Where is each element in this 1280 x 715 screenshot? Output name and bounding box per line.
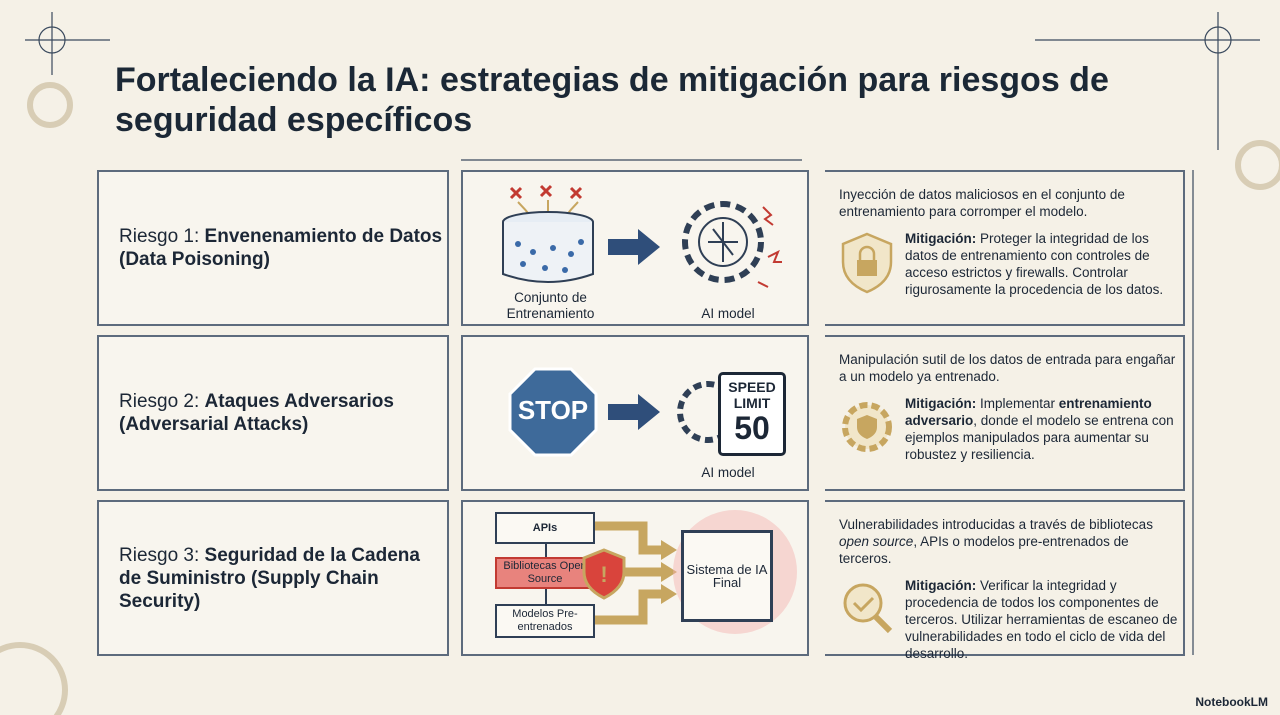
open-source-libraries-box: Bibliotecas Open Source [495, 557, 595, 589]
svg-text:!: ! [600, 562, 607, 587]
risk-2-diagram: STOP SPEED LIMIT 50 AI model [461, 335, 809, 491]
risk-3-diagram: APIs Bibliotecas Open Source ! Modelos P… [461, 500, 809, 656]
risk-3-details: Vulnerabilidades introducidas a través d… [825, 500, 1185, 661]
caption-ai-model: AI model [701, 306, 755, 321]
apis-box: APIs [495, 512, 595, 544]
shield-lock-icon [841, 232, 893, 294]
notebooklm-logo: NotebookLM [1195, 695, 1268, 709]
ai-gear-icon [677, 381, 728, 443]
risk-3-label: Riesgo 3: Seguridad de la Cadena de Sumi… [97, 500, 449, 656]
magnifier-check-icon [843, 583, 893, 634]
pretrained-models-box: Modelos Pre-entrenados [495, 604, 595, 638]
ai-brain-gear-icon [682, 201, 782, 288]
arrow-right-icon [608, 394, 660, 430]
risk-2-label: Riesgo 2: Ataques Adversarios (Adversari… [97, 335, 449, 491]
risk-1-label: Riesgo 1: Envenenamiento de Datos (Data … [97, 170, 449, 326]
broken-shield-warning-icon: ! [582, 548, 626, 600]
gear-shield-icon [842, 402, 892, 452]
arrow-right-icon [608, 229, 660, 265]
stop-sign-icon [508, 367, 598, 457]
risk-1-diagram: Conjunto de Entrenamiento AI model [461, 170, 809, 326]
final-ai-system-box: Sistema de IA Final [681, 530, 773, 622]
risk-2-details: Manipulación sutil de los datos de entra… [825, 335, 1185, 491]
page-title: Fortaleciendo la IA: estrategias de miti… [115, 61, 1109, 139]
caption-training-set: Conjunto de Entrenamiento [506, 290, 595, 321]
caption-ai-model: AI model [701, 465, 755, 480]
database-poison-icon [502, 184, 594, 283]
speed-limit-sign: SPEED LIMIT 50 [718, 372, 786, 456]
stop-sign-text: STOP [517, 395, 589, 425]
risk-1-details: Inyección de datos maliciosos en el conj… [825, 170, 1185, 326]
